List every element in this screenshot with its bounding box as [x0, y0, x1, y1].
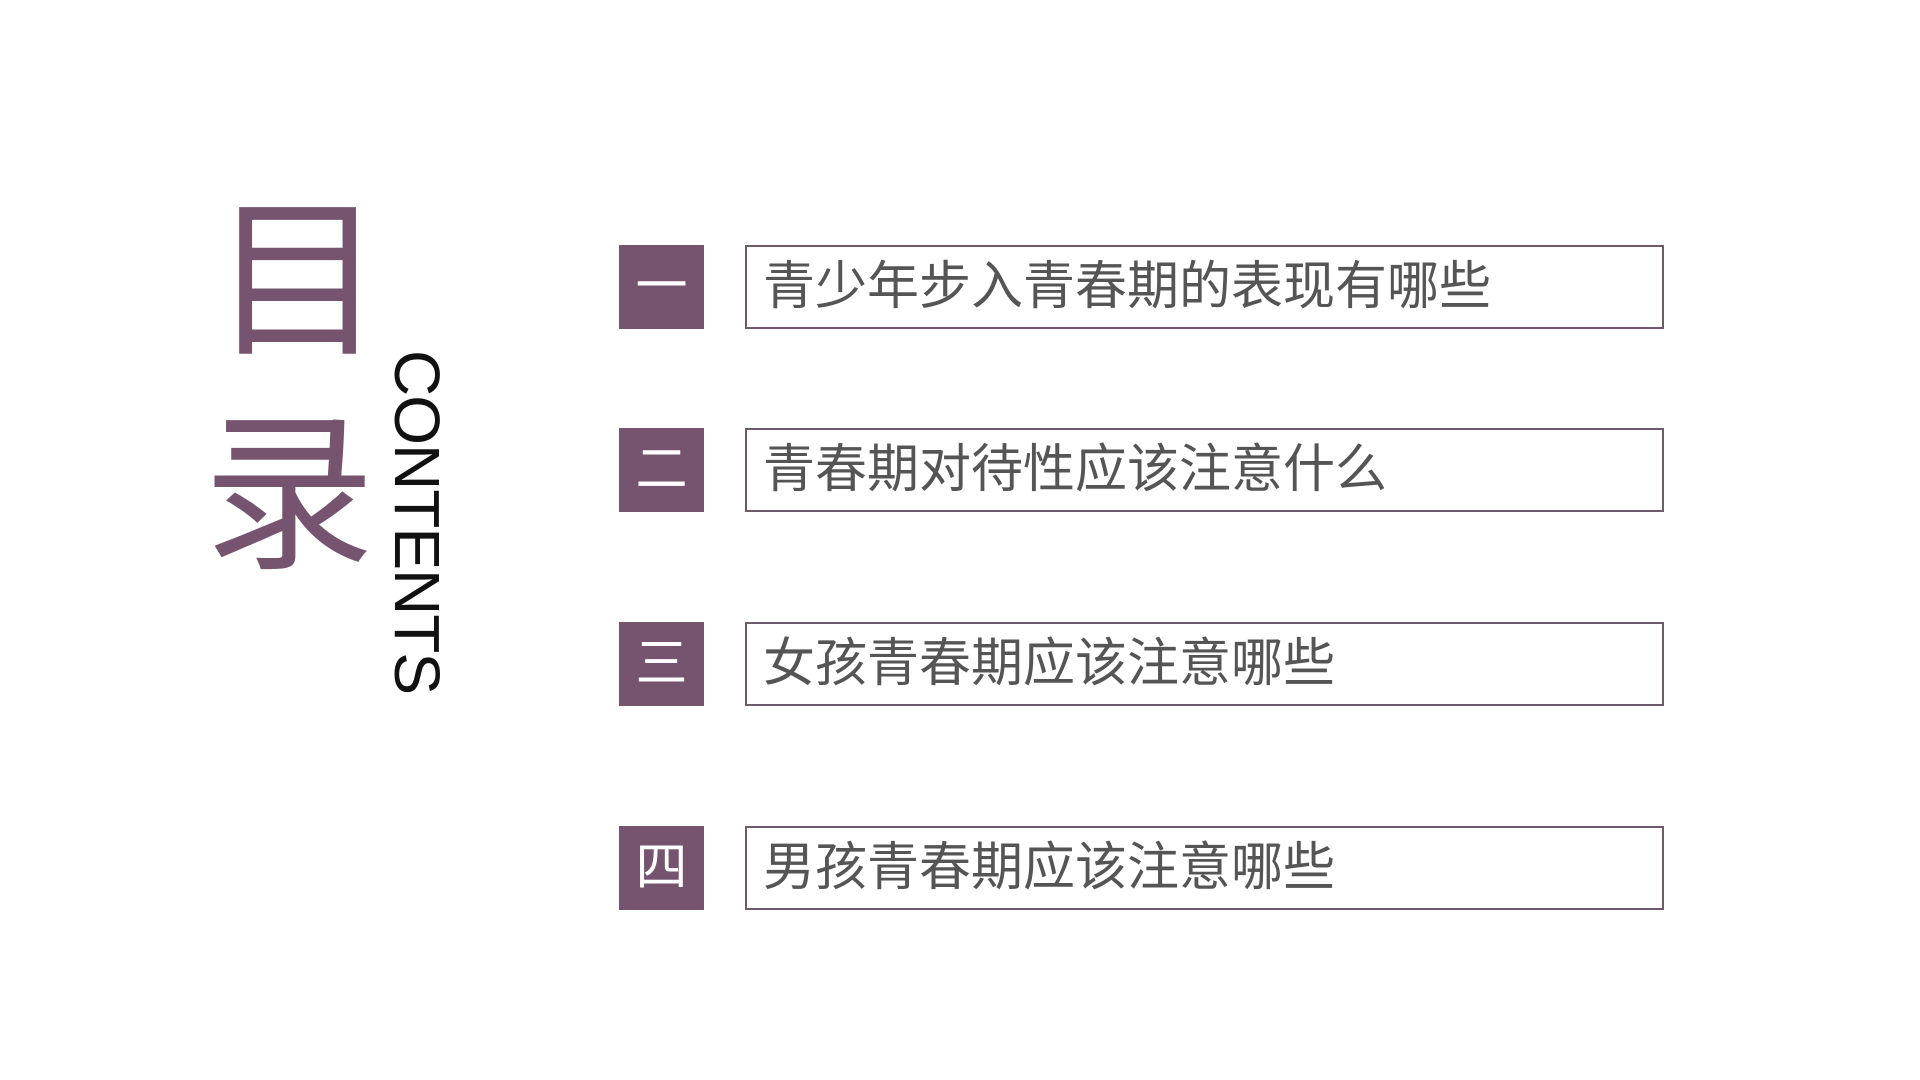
toc-item-3[interactable]: 三 女孩青春期应该注意哪些 — [619, 622, 1664, 706]
toc-label: 女孩青春期应该注意哪些 — [745, 622, 1664, 706]
toc-item-2[interactable]: 二 青春期对待性应该注意什么 — [619, 428, 1664, 512]
toc-item-1[interactable]: 一 青少年步入青春期的表现有哪些 — [619, 245, 1664, 329]
toc-label: 青少年步入青春期的表现有哪些 — [745, 245, 1664, 329]
contents-subtitle: CONTENTS — [381, 350, 453, 730]
title-char-mu: 目 — [212, 181, 384, 382]
toc-number: 三 — [619, 622, 704, 706]
toc-number: 四 — [619, 826, 704, 910]
toc-label: 男孩青春期应该注意哪些 — [745, 826, 1664, 910]
contents-text: CONTENTS — [381, 350, 453, 694]
toc-label: 青春期对待性应该注意什么 — [745, 428, 1664, 512]
toc-item-4[interactable]: 四 男孩青春期应该注意哪些 — [619, 826, 1664, 910]
title-char-lu: 录 — [203, 395, 375, 596]
toc-number: 一 — [619, 245, 704, 329]
toc-number: 二 — [619, 428, 704, 512]
